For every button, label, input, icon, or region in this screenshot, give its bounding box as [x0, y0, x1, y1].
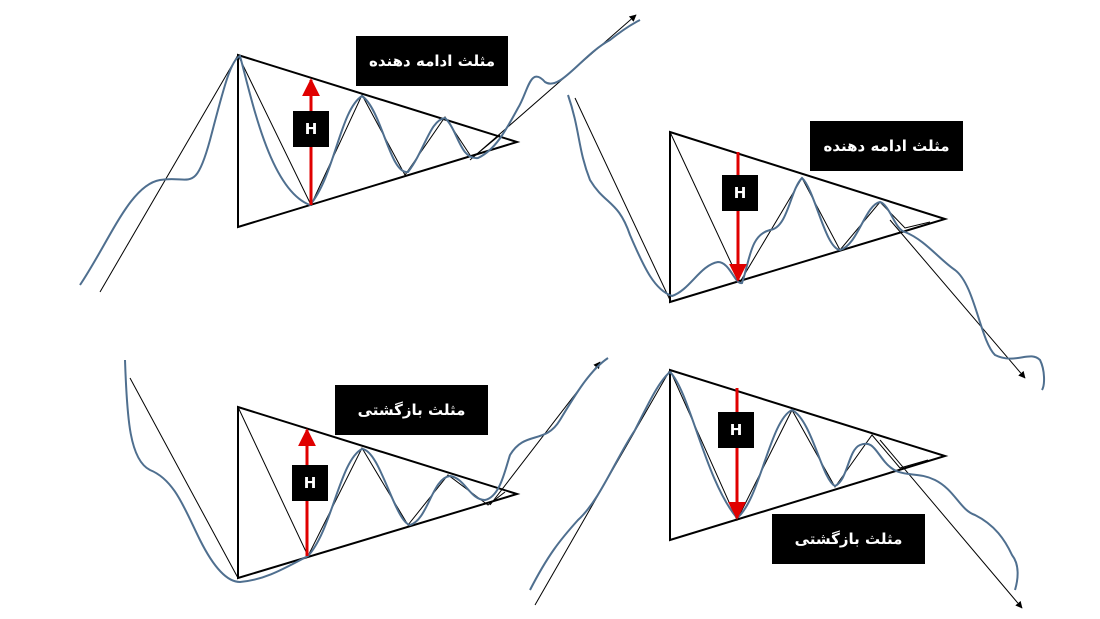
price-curve: [124, 357, 609, 584]
price-curve: [79, 19, 641, 286]
height-label: H: [718, 412, 754, 448]
panel-bottom-left: [124, 357, 609, 584]
pattern-title-label: مثلث بازگشتی: [335, 385, 488, 435]
triangle-outline: [669, 368, 949, 542]
height-label: H: [293, 111, 329, 147]
trend-line-out: [879, 439, 1023, 609]
price-curve: [529, 370, 1019, 591]
pattern-title-label: مثلث بازگشتی: [772, 514, 925, 564]
pattern-title-label: مثلث ادامه دهنده: [356, 36, 508, 86]
height-label: H: [292, 465, 328, 501]
triangle-outline: [669, 130, 949, 304]
trend-line-in: [99, 54, 239, 293]
trend-line-in: [574, 97, 671, 301]
trend-line-out: [889, 219, 1026, 379]
pattern-title-label: مثلث ادامه دهنده: [810, 121, 963, 171]
trend-line-out: [469, 14, 637, 161]
zigzag-line: [669, 369, 929, 522]
triangle-outline: [237, 53, 521, 229]
height-label: H: [722, 175, 758, 211]
price-curve: [567, 94, 1046, 391]
triangle-outline: [237, 405, 521, 580]
panel-bottom-right: [529, 368, 1023, 609]
panel-top-right: [567, 94, 1046, 391]
trend-line-in: [129, 377, 239, 579]
